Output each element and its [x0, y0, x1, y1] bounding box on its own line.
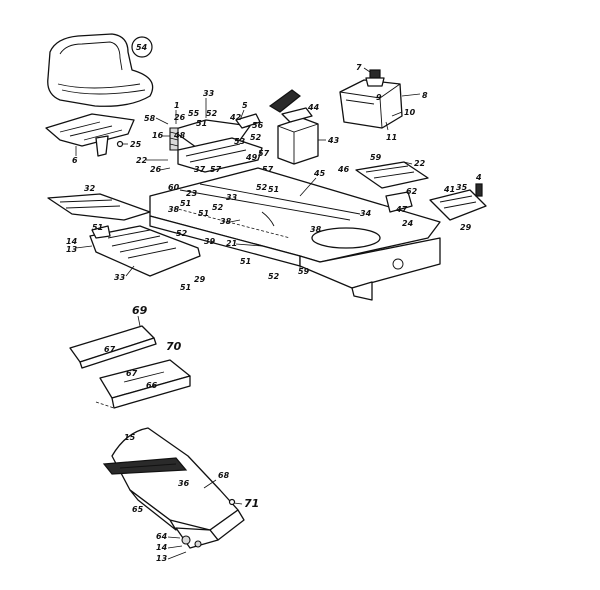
callout-13b: 13	[156, 554, 168, 563]
callout-68: 68	[218, 471, 230, 480]
callout-26a: 26	[174, 113, 186, 122]
callout-35: 35	[456, 183, 468, 192]
callout-42: 42	[229, 113, 242, 122]
seat-bracket-assembly	[169, 113, 263, 173]
callout-44: 44	[307, 103, 320, 112]
callout-52b: 52	[250, 133, 262, 142]
seat	[47, 33, 154, 107]
callout-33c: 33	[114, 273, 126, 282]
callout-59a: 59	[370, 153, 382, 162]
cover-panel-upper	[69, 325, 157, 369]
callout-49: 49	[245, 153, 258, 162]
callout-8: 8	[422, 91, 428, 100]
callout-67b: 67	[126, 369, 138, 378]
callout-38b: 38	[220, 217, 232, 226]
callout-51c: 51	[268, 185, 279, 194]
callout-14b: 14	[156, 543, 168, 552]
seat-mounting-plate	[45, 113, 135, 157]
callout-33a: 33	[203, 89, 215, 98]
callout-51a: 51	[196, 119, 207, 128]
callout-37: 37	[194, 165, 206, 174]
callout-55: 55	[188, 109, 200, 118]
callout-7: 7	[356, 63, 362, 72]
callout-22a: 22	[136, 156, 148, 165]
callout-53: 53	[234, 137, 246, 146]
callout-51e: 51	[92, 223, 103, 232]
callout-43: 43	[327, 136, 340, 145]
callout-33b: 33	[226, 193, 238, 202]
callout-51d: 51	[198, 209, 209, 218]
callout-60: 60	[168, 183, 180, 192]
hood-panel	[102, 427, 245, 549]
callout-59b: 59	[298, 267, 310, 276]
callout-29a: 29	[460, 223, 472, 232]
callout-66: 66	[146, 381, 158, 390]
callout-24: 24	[402, 219, 414, 228]
left-footrest-lower	[89, 225, 201, 277]
callout-15: 15	[124, 433, 136, 442]
callout-58: 58	[144, 114, 156, 123]
callout-52e: 52	[176, 229, 188, 238]
callout-25: 25	[130, 140, 142, 149]
left-footrest-upper	[47, 193, 151, 221]
callout-56: 56	[252, 121, 264, 130]
callout-69: 69	[132, 304, 148, 317]
callout-62: 62	[406, 187, 418, 196]
callout-29b: 29	[194, 275, 206, 284]
battery	[268, 89, 319, 165]
cover-panel-lower	[95, 359, 191, 409]
rear-bracket	[355, 161, 429, 213]
callout-52c: 52	[256, 183, 268, 192]
callout-52f: 52	[268, 272, 280, 281]
callout-circle-54	[131, 36, 153, 58]
callout-47: 47	[395, 205, 408, 214]
callout-4: 4	[475, 173, 482, 182]
callout-57b: 57	[210, 165, 222, 174]
callout-6: 6	[72, 156, 78, 165]
callout-46: 46	[337, 165, 350, 174]
callout-51f: 51	[240, 257, 251, 266]
callout-67a: 67	[104, 345, 116, 354]
callout-38c: 38	[310, 225, 322, 234]
callout-41: 41	[443, 185, 455, 194]
callout-13a: 13	[66, 245, 78, 254]
callout-5: 5	[242, 101, 248, 110]
callout-51b: 51	[180, 199, 191, 208]
callout-23: 23	[186, 189, 198, 198]
callout-1: 1	[174, 101, 180, 110]
callout-48: 48	[173, 131, 186, 140]
callout-57a: 57	[258, 149, 270, 158]
callout-14a: 14	[66, 237, 78, 246]
callout-64: 64	[156, 532, 168, 541]
callout-32: 32	[84, 184, 96, 193]
callout-21: 21	[226, 239, 237, 248]
callout-52d: 52	[212, 203, 224, 212]
callout-11: 11	[386, 133, 397, 142]
callout-34: 34	[360, 209, 372, 218]
callout-65: 65	[132, 505, 144, 514]
callout-52a: 52	[206, 109, 218, 118]
callout-16: 16	[152, 131, 164, 140]
callout-36: 36	[178, 479, 190, 488]
callout-39: 39	[204, 237, 216, 246]
callout-45: 45	[313, 169, 326, 178]
callout-10: 10	[404, 108, 416, 117]
callout-51g: 51	[180, 283, 191, 292]
callout-22b: 22	[414, 159, 426, 168]
right-footrest	[429, 183, 487, 221]
callout-54: 54	[136, 43, 148, 52]
callout-57c: 57	[262, 165, 274, 174]
callout-9: 9	[376, 93, 382, 102]
callout-70: 70	[166, 340, 182, 353]
callout-26b: 26	[150, 165, 162, 174]
callout-38a: 38	[168, 205, 180, 214]
callout-71: 71	[244, 497, 259, 510]
fuel-tank	[339, 69, 403, 129]
